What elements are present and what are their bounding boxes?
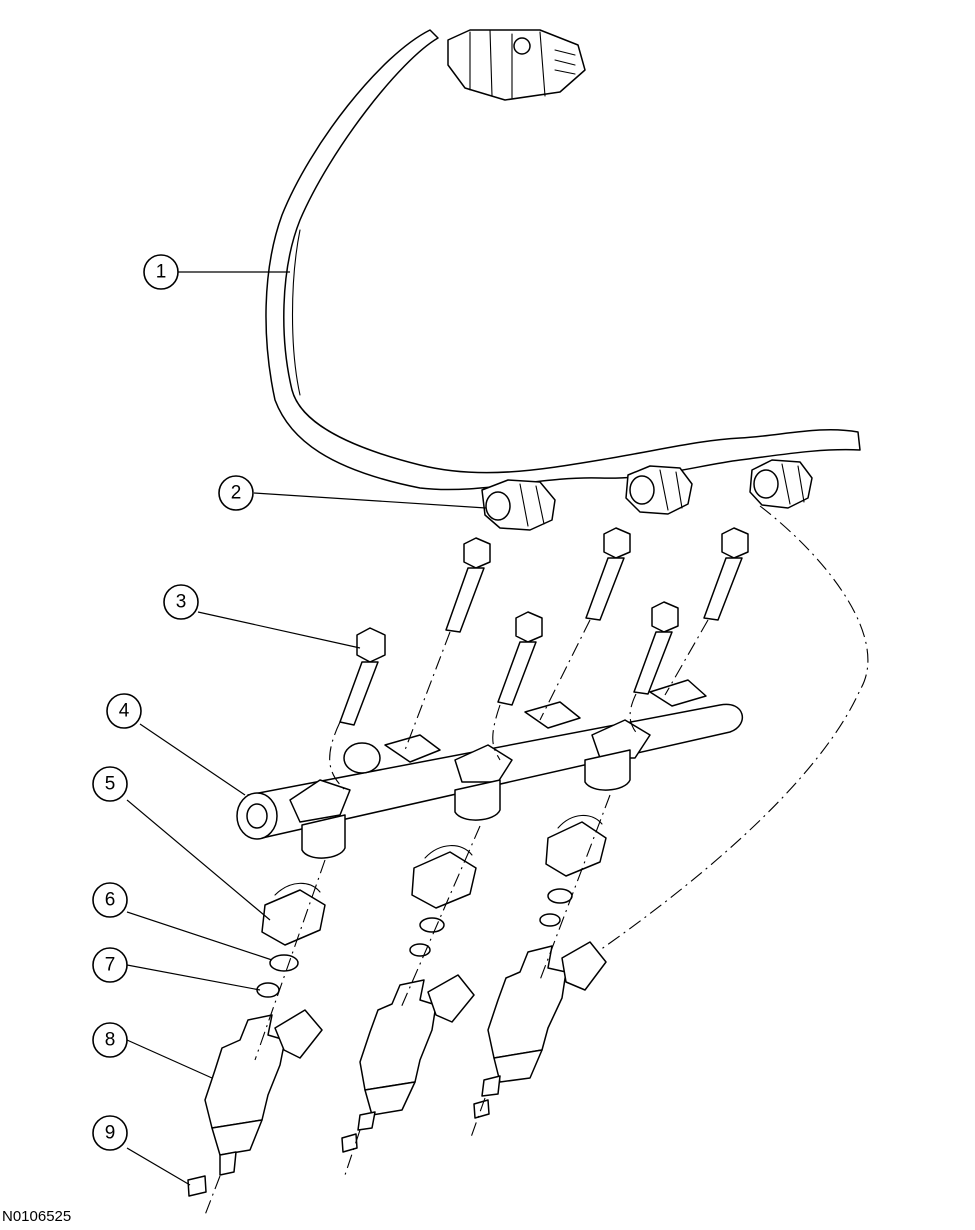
injector-connector xyxy=(625,465,693,515)
fuel-rail xyxy=(236,679,744,859)
callout-leaders xyxy=(126,271,487,1186)
fuel-rail-bolt xyxy=(445,537,491,633)
callout-number: 1 xyxy=(156,262,167,283)
fuel-rail-bolt xyxy=(497,611,543,706)
callout-9: 9 xyxy=(92,1115,128,1151)
callout-number: 7 xyxy=(105,955,116,976)
harness-main-connector xyxy=(447,29,586,101)
callout-6: 6 xyxy=(92,882,128,918)
callout-number: 4 xyxy=(119,701,130,722)
callout-3: 3 xyxy=(163,584,199,620)
fuel-rail-bolt xyxy=(633,601,679,695)
callout-number: 3 xyxy=(176,592,187,613)
assembly-center-lines xyxy=(204,505,869,1216)
injector-connector xyxy=(481,479,556,531)
fuel-injector xyxy=(357,974,475,1131)
figure-id: N0106525 xyxy=(2,1208,72,1225)
callout-7: 7 xyxy=(92,947,128,983)
callout-4: 4 xyxy=(106,693,142,729)
injector-retaining-clip xyxy=(411,845,477,909)
callout-number: 9 xyxy=(105,1123,116,1144)
injector-connector xyxy=(749,459,813,509)
callout-number: 5 xyxy=(105,774,116,795)
callout-number: 8 xyxy=(105,1030,116,1051)
callout-1: 1 xyxy=(143,254,179,290)
callout-number: 2 xyxy=(231,483,242,504)
fuel-rail-bolt xyxy=(703,527,749,621)
wiring-harness xyxy=(265,29,861,531)
injector-retaining-clip xyxy=(261,882,326,946)
injector-retaining-clip xyxy=(545,814,607,877)
callout-2: 2 xyxy=(218,475,254,511)
fuel-injector xyxy=(481,941,607,1097)
callout-5: 5 xyxy=(92,766,128,802)
callout-number: 6 xyxy=(105,890,116,911)
fuel-injector xyxy=(204,1009,323,1176)
fuel-rail-bolt xyxy=(339,627,386,726)
callout-8: 8 xyxy=(92,1022,128,1058)
fuel-rail-bolt xyxy=(585,527,631,621)
